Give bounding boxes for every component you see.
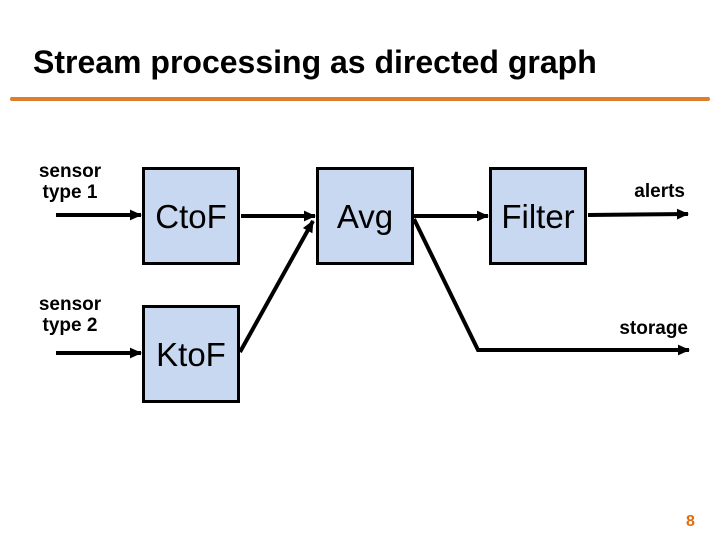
node-label: CtoF	[155, 197, 227, 235]
edge-filter-to-alerts	[587, 208, 689, 220]
node-avg: Avg	[316, 167, 414, 265]
node-label: KtoF	[156, 335, 226, 373]
node-ctof: CtoF	[142, 167, 240, 265]
node-ktof: KtoF	[142, 305, 240, 403]
output-label-storage: storage	[619, 318, 688, 339]
input-label-line: type 1	[42, 182, 98, 203]
input-label-sensor-type-2: sensor type 2	[22, 294, 118, 336]
input-label-sensor-type-1: sensor type 1	[22, 161, 118, 203]
edge-ktof-to-avg	[238, 220, 315, 353]
input-label-line: type 2	[42, 315, 98, 336]
edge-avg-to-storage	[412, 218, 690, 356]
input-label-line: sensor	[38, 294, 102, 315]
title-underline-rule	[10, 97, 710, 101]
slide-title: Stream processing as directed graph	[33, 44, 597, 80]
node-label: Avg	[336, 197, 394, 235]
input-label-line: sensor	[38, 161, 102, 182]
node-filter: Filter	[489, 167, 587, 265]
output-label-alerts: alerts	[634, 181, 685, 202]
node-label: Filter	[501, 197, 575, 235]
slide-page-number: 8	[686, 513, 695, 530]
